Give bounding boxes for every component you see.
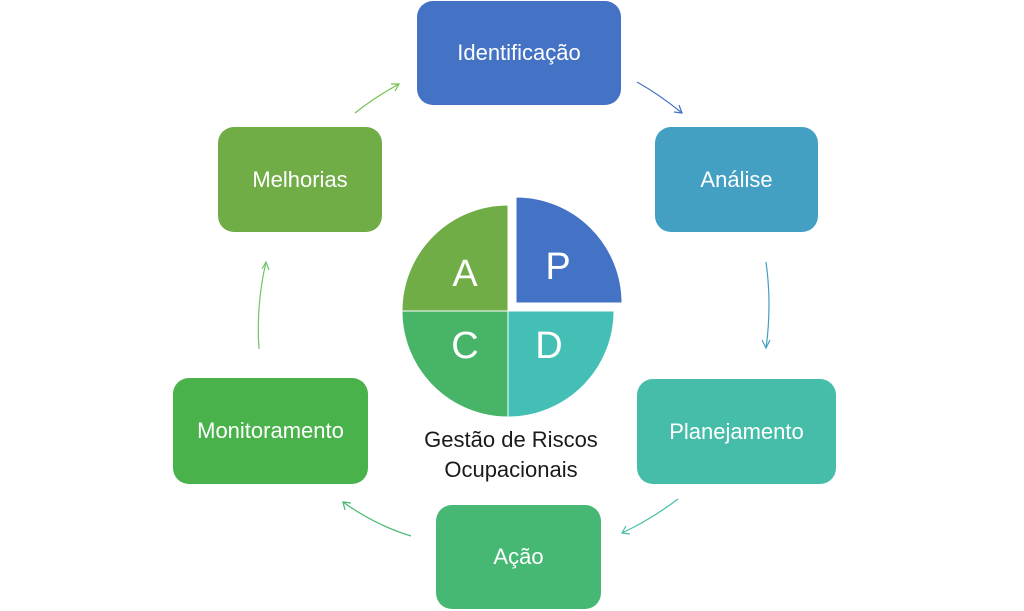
arrow-monitoramento-to-melhorias: [257, 260, 270, 350]
node-label: Melhorias: [252, 166, 348, 192]
node-acao: Ação: [436, 505, 601, 609]
node-monitoramento: Monitoramento: [173, 378, 368, 484]
node-analise: Análise: [655, 127, 818, 232]
node-label: Análise: [700, 166, 773, 192]
pie-letter-a: A: [452, 253, 478, 295]
arrow-identificacao-to-analise: [636, 81, 683, 114]
diagram-title: Gestão de Riscos Ocupacionais: [400, 425, 622, 485]
pie-letter-d: D: [535, 325, 562, 367]
arrow-melhorias-to-identificacao: [354, 83, 401, 114]
node-label: Ação: [493, 544, 544, 569]
node-planejamento: Planejamento: [637, 379, 836, 484]
pie-slice-p: P: [515, 196, 623, 304]
node-identificacao: Identificação: [417, 1, 621, 105]
pie-letter-p: P: [545, 246, 570, 288]
arrow-planejamento-to-acao: [621, 498, 679, 535]
node-melhorias: Melhorias: [218, 127, 382, 232]
pie-slice-c: C: [401, 310, 509, 418]
pie-letter-c: C: [451, 325, 478, 367]
pie-slice-a: A: [401, 204, 509, 312]
arrow-analise-to-planejamento: [761, 261, 771, 350]
diagram-title-line-1: Gestão de Riscos: [424, 427, 598, 452]
pie-slice-d: D: [507, 310, 615, 418]
arrow-acao-to-monitoramento: [342, 501, 412, 537]
diagram-title-line-2: Ocupacionais: [444, 457, 578, 482]
node-label: Planejamento: [669, 418, 804, 444]
node-label: Identificação: [457, 40, 581, 65]
node-label: Monitoramento: [197, 418, 344, 443]
